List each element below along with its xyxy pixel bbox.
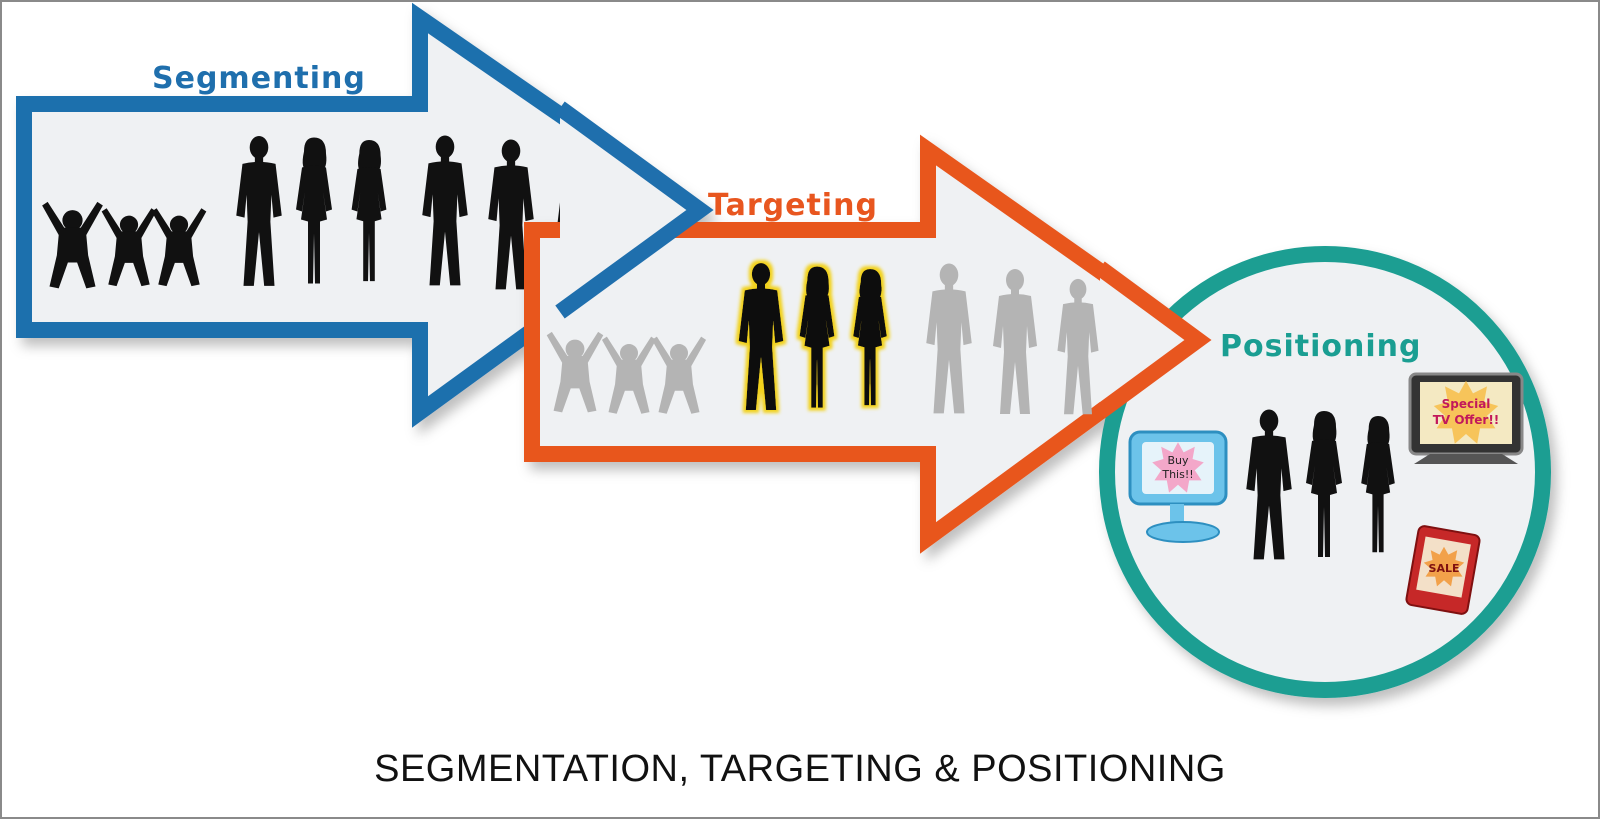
diagram-caption: SEGMENTATION, TARGETING & POSITIONING — [374, 748, 1226, 790]
positioning-label: Positioning — [1220, 329, 1421, 364]
computer-monitor-icon: Buy This!! — [1128, 430, 1228, 543]
tv-ad-text-2: TV Offer!! — [1433, 413, 1500, 427]
segmenting-arrow-tip — [555, 101, 714, 319]
tv-ad-text-1: Special — [1442, 397, 1491, 411]
targeting-arrow-tip — [1095, 261, 1212, 419]
targeting-label: Targeting — [708, 188, 878, 223]
tablet-icon: SALE — [1405, 525, 1481, 615]
segmenting-label: Segmenting — [152, 61, 366, 96]
monitor-ad-text-1: Buy — [1167, 454, 1189, 467]
monitor-ad-text-2: This!! — [1161, 468, 1193, 481]
tablet-ad-text: SALE — [1429, 562, 1460, 575]
tv-icon: Special TV Offer!! — [1408, 372, 1524, 464]
